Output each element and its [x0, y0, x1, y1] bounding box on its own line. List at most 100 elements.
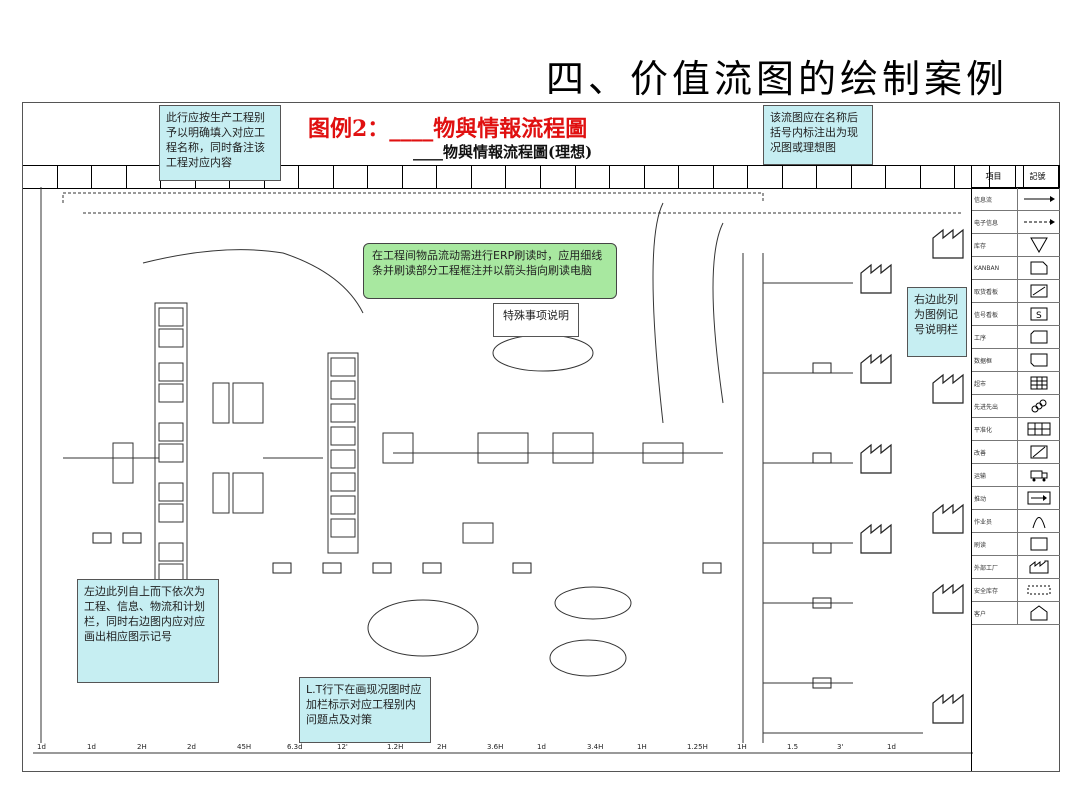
slide-title: 四、价值流图的绘制案例 [545, 57, 1008, 101]
lead-time-value: 1H [637, 743, 647, 751]
lead-time-value: 1d [37, 743, 46, 751]
legend-row: 外部工厂 [972, 556, 1060, 579]
legend-row: 平准化 [972, 418, 1060, 441]
legend-label: 信息流 [972, 188, 1018, 210]
legend-label: 数据框 [972, 349, 1018, 371]
legend-label: 安全库存 [972, 579, 1018, 601]
legend-label: 取货看板 [972, 280, 1018, 302]
legend-row: 刷读 [972, 533, 1060, 556]
legend-label: 改善 [972, 441, 1018, 463]
process-cell [58, 166, 93, 188]
truck-icon [1018, 464, 1061, 486]
arrow-dashed-icon [1018, 211, 1061, 233]
legend-row: 取货看板 [972, 280, 1060, 303]
lead-time-value: 1.2H [387, 743, 404, 751]
process-cell [748, 166, 783, 188]
process-cell [403, 166, 438, 188]
callout-special-items: 特殊事项说明 [493, 303, 579, 337]
push-arrow-icon [1018, 487, 1061, 509]
process-cell [334, 166, 369, 188]
lead-time-value: 1d [87, 743, 96, 751]
process-cell [23, 166, 58, 188]
legend-header-symbol: 記號 [1016, 165, 1060, 187]
lead-time-value: 1d [887, 743, 896, 751]
legend-label: 作业员 [972, 510, 1018, 532]
callout-map-type: 该流图应在名称后括号内标注出为现况图或理想图 [763, 105, 873, 165]
lead-time-value: 1.5 [787, 743, 799, 751]
legend-row: 改善 [972, 441, 1060, 464]
legend-row: 工序 [972, 326, 1060, 349]
callout-lead-time-row: L.T行下在画现况图时应加栏标示对应工程别内问题点及对策 [299, 677, 431, 743]
legend-row: 数据框 [972, 349, 1060, 372]
lead-time-value: 3.4H [587, 743, 604, 751]
value-stream-map-figure: 图例2：____物與情報流程圖 ____物與情報流程圖(理想) [22, 102, 1060, 772]
legend-label: 运输 [972, 464, 1018, 486]
process-cell [265, 166, 300, 188]
lead-time-value: 2H [137, 743, 147, 751]
process-cell [921, 166, 956, 188]
legend-row: 先进先出 [972, 395, 1060, 418]
legend-label: 客户 [972, 602, 1018, 624]
process-cell [990, 166, 1025, 188]
legend-row: 库存 [972, 234, 1060, 257]
data-box-icon [1018, 349, 1061, 371]
legend-row: 安全库存 [972, 579, 1060, 602]
process-cell [299, 166, 334, 188]
triangle-icon [1018, 234, 1061, 256]
legend-row: 电子信息 [972, 211, 1060, 234]
buffer-icon [1018, 579, 1061, 601]
kaizen-icon [1018, 441, 1061, 463]
legend-label: 刷读 [972, 533, 1018, 555]
process-cell [714, 166, 749, 188]
process-cell [368, 166, 403, 188]
legend-row: KANBAN [972, 257, 1060, 280]
leveling-box-icon [1018, 418, 1061, 440]
supermarket-icon [1018, 372, 1061, 394]
legend-header: 項目 記號 [972, 165, 1060, 188]
callout-process-row: 此行应按生产工程别予以明确填入对应工程名称，同时备注该工程对应内容 [159, 105, 281, 181]
legend-label: 电子信息 [972, 211, 1018, 233]
legend-label: 平准化 [972, 418, 1018, 440]
flow-diagram [33, 187, 973, 754]
process-cell [817, 166, 852, 188]
callout-legend-column: 右边此列为图例记号说明栏 [907, 287, 967, 357]
process-cell [783, 166, 818, 188]
legend-header-item: 項目 [972, 165, 1016, 187]
kanban-icon [1018, 257, 1061, 279]
lead-time-value: 2H [437, 743, 447, 751]
process-cell [576, 166, 611, 188]
figure-subtitle: ____物與情報流程圖(理想) [413, 143, 593, 161]
lead-time-value: 12' [337, 743, 348, 751]
lead-time-value: 1H [737, 743, 747, 751]
legend-label: 外部工厂 [972, 556, 1018, 578]
svg-text:S: S [1036, 311, 1042, 321]
lead-time-value: 3' [837, 743, 844, 751]
legend-label: 先进先出 [972, 395, 1018, 417]
lead-time-value: 45H [237, 743, 252, 751]
process-cell [886, 166, 921, 188]
process-cell [472, 166, 507, 188]
figure-label: 图例2：____物與情報流程圖 [308, 116, 588, 142]
process-cell [437, 166, 472, 188]
process-cell [955, 166, 990, 188]
legend-row: 推动 [972, 487, 1060, 510]
legend-row: 作业员 [972, 510, 1060, 533]
lead-time-value: 1d [537, 743, 546, 751]
process-cell [645, 166, 680, 188]
customer-icon [1018, 602, 1061, 624]
process-cell [541, 166, 576, 188]
legend-label: 推动 [972, 487, 1018, 509]
callout-erp-reading: 在工程间物品流动需进行ERP刷读时，应用细线条并刷读部分工程框注并以箭头指向刷读… [363, 243, 617, 299]
lead-time-value: 1.25H [687, 743, 708, 751]
legend-label: 信号看板 [972, 303, 1018, 325]
process-cell [1024, 166, 1059, 188]
process-cell [506, 166, 541, 188]
legend-label: 超市 [972, 372, 1018, 394]
process-box-icon [1018, 326, 1061, 348]
withdrawal-kanban-icon [1018, 280, 1061, 302]
legend-label: 工序 [972, 326, 1018, 348]
process-header-row [23, 165, 1059, 189]
